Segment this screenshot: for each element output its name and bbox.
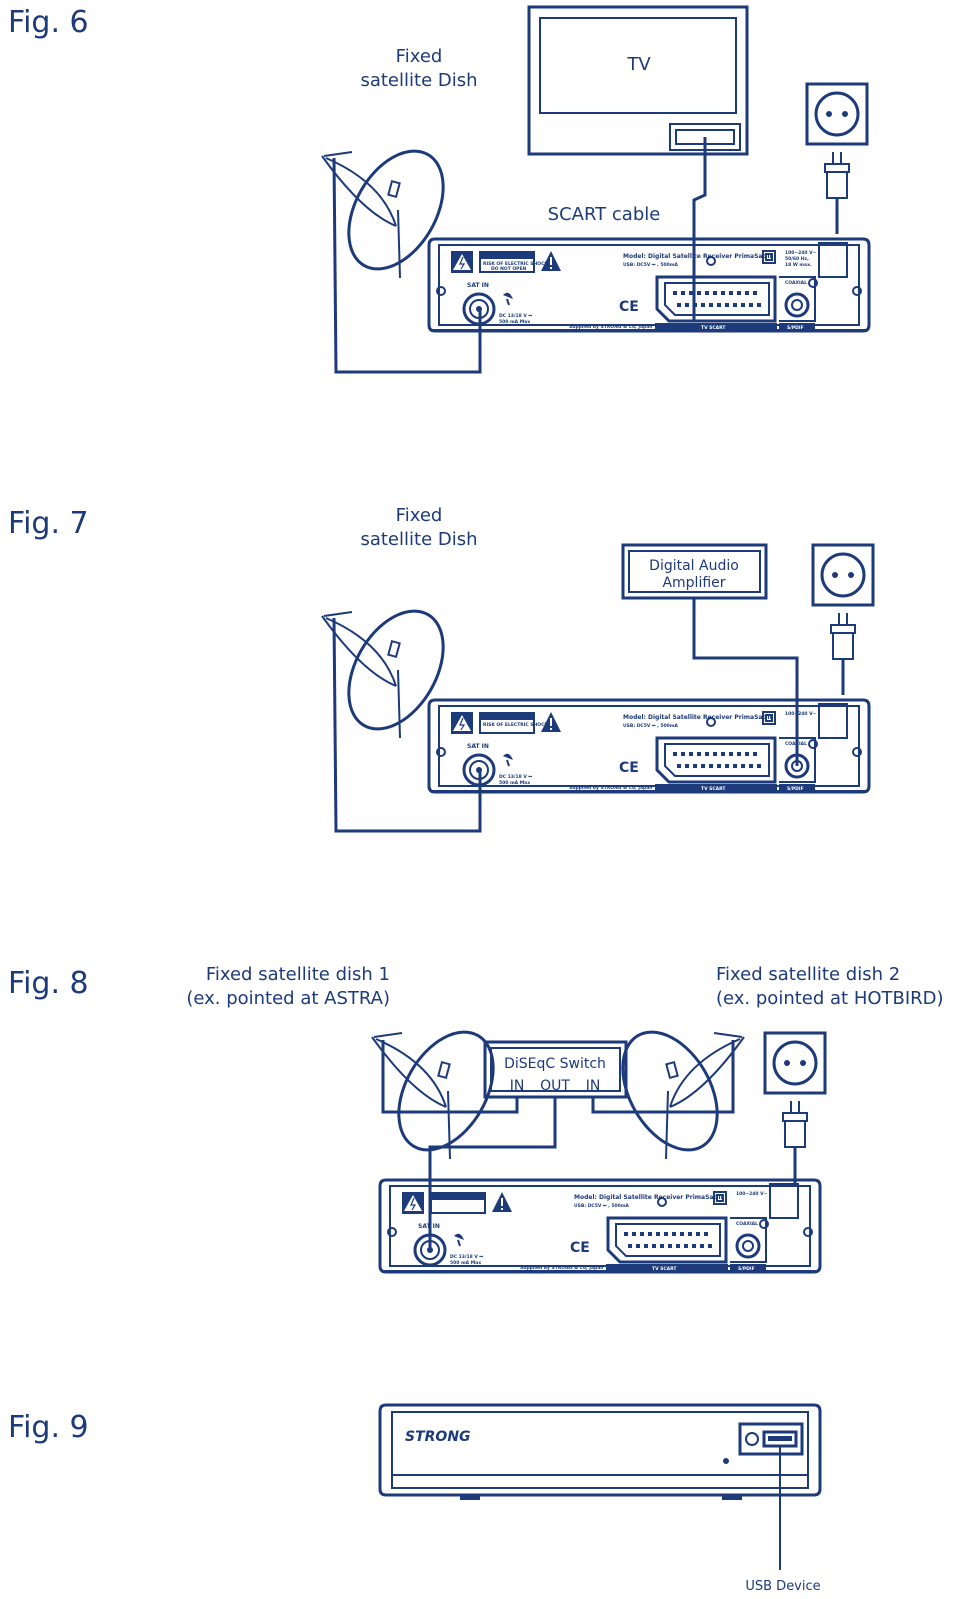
model-label: Model: Digital Satellite Receiver PrimaS… (623, 253, 772, 260)
fig7-dish-cable (332, 617, 482, 833)
fig7-amp-label-line1: Digital Audio (649, 558, 739, 574)
coaxial-label: COAXIAL (736, 1221, 758, 1227)
caution-sub2: DO NOT OPEN (491, 266, 527, 272)
figure-6: Fig. 6 Fixed satellite Dish TV SCART cab… (8, 5, 871, 374)
caution-sub1: RISK OF ELECTRIC SHOCK (483, 261, 548, 267)
dc-ma-label: 500 mA Max (450, 1260, 481, 1266)
fig8-diseqc-switch: DiSEqC Switch IN OUT IN (483, 1040, 628, 1099)
spdif-label: S/PDIF (787, 325, 804, 331)
fig7-receiver-rear: RISK OF ELECTRIC SHOCK Model: Digital Sa… (427, 698, 871, 795)
fig7-audio-cable (692, 598, 799, 766)
dc-label: DC 13/18 V ⎓ (499, 774, 532, 780)
fig6-title: Fig. 6 (8, 5, 89, 40)
fig7-amp-label-line2: Amplifier (662, 575, 725, 591)
fig8-port-in-right: IN (586, 1078, 601, 1094)
ce-mark: CE (619, 299, 639, 315)
fig7-title: Fig. 7 (8, 506, 89, 541)
caution-label: CAUTION (486, 263, 516, 270)
model-label: Model: Digital Satellite Receiver PrimaS… (623, 714, 772, 721)
dc-ma-label: 500 mA Max (499, 780, 530, 786)
fig8-dish1-label-line2: (ex. pointed at ASTRA) (186, 988, 390, 1009)
power-spec-1: 100~240 V~ (736, 1191, 768, 1197)
ce-mark: CE (570, 1240, 590, 1256)
fig8-dish1-label-line1: Fixed satellite dish 1 (206, 964, 390, 985)
fig6-dish-label-line2: satellite Dish (360, 70, 477, 91)
fig7-dish-label-line2: satellite Dish (360, 529, 477, 550)
sat-in-label: SAT IN (467, 743, 489, 750)
caution-sub1: RISK OF ELECTRIC SHOCK (483, 722, 548, 728)
fig8-dish2-label-line2: (ex. pointed at HOTBIRD) (716, 988, 944, 1009)
power-spec-1: 100~240 V~ (785, 711, 817, 717)
dc-label: DC 13/18 V ⎓ (450, 1254, 483, 1260)
supplied-by-label: Supplied by STRONG & Co, Japan (569, 785, 653, 791)
fig9-brand-logo: STRONG (405, 1429, 471, 1445)
fig6-receiver-rear: CAUTION RISK OF ELECTRIC SHOCK DO NOT OP… (427, 237, 871, 334)
dc-ma-label: 500 mA Max (499, 319, 530, 325)
fig6-satellite-dish (320, 133, 465, 287)
fig6-scart-cable (692, 137, 707, 320)
fig8-receiver-rear: Model: Digital Satellite Receiver PrimaS… (378, 1178, 822, 1275)
fig6-tv: TV (527, 5, 749, 156)
usb-spec: USB: DC5V ⎓ , 500mA (623, 723, 678, 729)
usb-spec: USB: DC5V ⎓ , 500mA (623, 262, 678, 268)
tv-scart-label: TV SCART (701, 325, 726, 331)
fig6-dish-cable (332, 157, 482, 374)
fig8-port-out: OUT (540, 1078, 570, 1094)
spdif-label: S/PDIF (787, 786, 804, 792)
fig6-scart-cable-label: SCART cable (548, 204, 661, 225)
coaxial-label: COAXIAL (785, 280, 807, 286)
fig7-digital-audio-amplifier: Digital Audio Amplifier (621, 543, 768, 600)
power-spec-2: 50/60 Hz, (785, 256, 809, 262)
power-spec-3: 18 W max. (785, 262, 812, 268)
tv-scart-label: TV SCART (701, 786, 726, 792)
spdif-label: S/PDIF (738, 1266, 755, 1272)
fig9-receiver-front: STRONG (378, 1403, 822, 1570)
figure-7: Fig. 7 Fixed satellite Dish Digital Audi… (8, 505, 875, 833)
fig7-wall-outlet (811, 543, 875, 697)
fig9-title: Fig. 9 (8, 1410, 89, 1445)
supplied-by-label: Supplied by STRONG & Co, Japan (569, 324, 653, 330)
fig8-receiver-cable (428, 1097, 557, 1250)
sat-in-label: SAT IN (467, 282, 489, 289)
fig8-port-in-left: IN (510, 1078, 525, 1094)
fig7-dish-label-line1: Fixed (396, 505, 443, 526)
fig8-title: Fig. 8 (8, 966, 89, 1001)
fig8-dish1-cable (381, 1040, 519, 1114)
model-label: Model: Digital Satellite Receiver PrimaS… (574, 1194, 723, 1201)
dc-label: DC 13/18 V ⎓ (499, 313, 532, 319)
usb-spec: USB: DC5V ⎓ , 500mA (574, 1203, 629, 1209)
fig6-wall-outlet (805, 82, 869, 236)
supplied-by-label: Supplied by STRONG & Co, Japan (520, 1265, 604, 1271)
ce-mark: CE (619, 760, 639, 776)
tv-scart-label: TV SCART (652, 1266, 677, 1272)
figure-8: Fig. 8 Fixed satellite dish 1 (ex. point… (8, 964, 944, 1275)
fig8-satellite-dish-2 (601, 1014, 746, 1168)
fig9-usb-device-label: USB Device (745, 1579, 820, 1594)
fig8-wall-outlet (763, 1031, 827, 1185)
figure-9: Fig. 9 STRONG USB Device (8, 1403, 822, 1594)
fig8-switch-label: DiSEqC Switch (504, 1056, 606, 1072)
fig8-dish2-label-line1: Fixed satellite dish 2 (716, 964, 900, 985)
fig6-tv-label: TV (626, 54, 651, 75)
power-spec-1: 100~240 V~ (785, 250, 817, 256)
fig8-dish2-cable (591, 1040, 735, 1114)
fig6-dish-label-line1: Fixed (396, 46, 443, 67)
fig7-satellite-dish (320, 593, 465, 747)
